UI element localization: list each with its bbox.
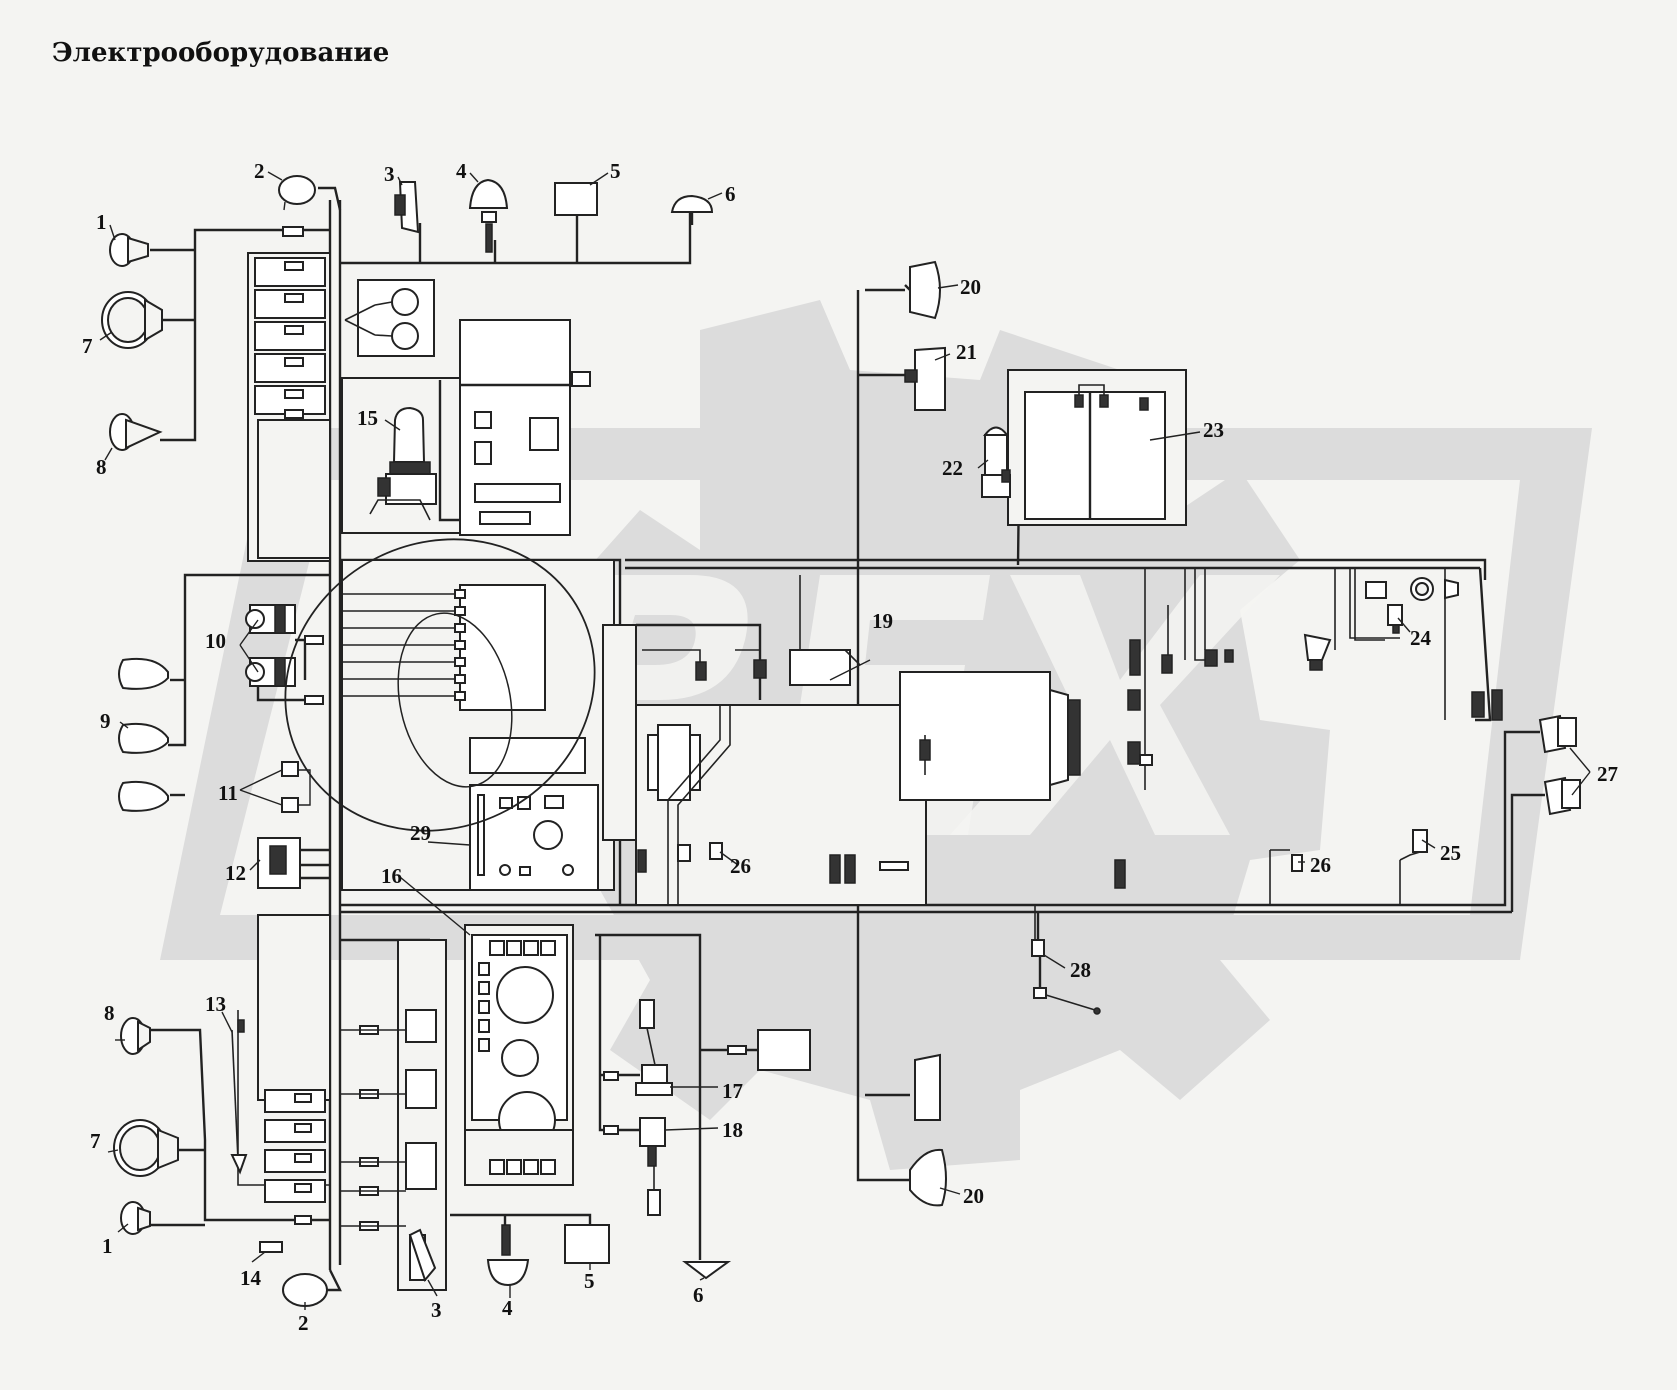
lamp-6-top [670,194,714,225]
label-22: 22 [942,456,963,480]
highlight-ellipse [284,538,596,832]
headlamp-7-bottom [113,1119,179,1177]
lamp-8-top [109,413,163,451]
speaker-3-top [394,181,420,234]
label-7: 7 [82,334,93,358]
beacon-4-top [468,178,509,253]
unit-5-bottom [564,1224,610,1264]
label-7-bottom: 7 [90,1129,101,1153]
label-4: 4 [456,159,467,183]
label-5: 5 [610,159,621,183]
fuse-block-upper [254,226,326,419]
highlight-ellipse-inner [397,612,513,788]
label-9: 9 [100,709,111,733]
lamp-1-top [109,233,149,267]
relay-22 [981,426,1011,498]
label-24: 24 [1410,626,1432,650]
instrument-cluster-16-lower [464,1129,574,1186]
label-17: 17 [722,1079,743,1103]
label-23: 23 [1203,418,1224,442]
rear-lamp-20-top [904,260,941,320]
label-2: 2 [254,159,265,183]
beacon-4-bottom [486,1224,530,1287]
label-12: 12 [225,861,246,885]
leader-lines [99,171,1591,1310]
label-8-bottom: 8 [104,1001,115,1025]
label-15: 15 [357,406,378,430]
label-19: 19 [872,609,893,633]
switch-panel-lower [340,939,447,1291]
connector-14 [259,1241,283,1253]
control-unit-box [341,559,615,891]
label-4-bottom: 4 [502,1296,513,1320]
label-3: 3 [384,162,395,186]
switch-28 [1031,912,1101,1015]
rear-lamp-20-bottom [909,1148,947,1207]
label-14: 14 [240,1266,262,1290]
battery-box-23 [1007,369,1187,526]
lamp-8-bottom [120,1017,151,1055]
label-1-bottom: 1 [102,1234,113,1258]
label-13: 13 [205,992,226,1016]
label-1: 1 [96,210,107,234]
label-26-left: 26 [730,854,751,878]
horns-27 [1538,714,1581,816]
speaker-3-bottom [408,1228,437,1283]
relay-12 [257,837,330,889]
label-28: 28 [1070,958,1091,982]
fuse-block-lower [264,1089,326,1225]
headlamp-7-top [101,291,163,349]
switch-18 [603,1117,666,1216]
label-27: 27 [1597,762,1618,786]
label-16: 16 [381,864,402,888]
switch-17 [603,999,673,1096]
horn-2-top [278,175,316,211]
lamp-21 [904,346,946,411]
sensor-13 [230,1019,248,1175]
engine-compartment [602,575,1081,906]
diagram-title: Электрооборудование [52,38,390,68]
motor-15 [369,406,437,521]
unit-5-top [554,182,598,216]
sensor-25 [1399,829,1428,861]
label-18: 18 [722,1118,743,1142]
sensor-24 [1387,604,1403,626]
label-6: 6 [725,182,736,206]
lamps-9 [118,657,169,812]
lamp-1-bottom [120,1201,151,1235]
horn-2-bottom [282,1273,328,1307]
label-20-bottom: 20 [963,1184,984,1208]
label-29: 29 [410,821,431,845]
label-8: 8 [96,455,107,479]
component-labels: 1 2 3 4 5 6 7 8 9 10 11 12 13 14 15 16 1… [82,159,1618,1335]
label-10: 10 [205,629,226,653]
label-25: 25 [1440,841,1461,865]
lamp-21-bottom [914,1053,941,1121]
label-20-top: 20 [960,275,981,299]
label-21: 21 [956,340,977,364]
label-26-right: 26 [1310,853,1331,877]
sensors-26 [637,842,1303,889]
label-6-bottom: 6 [693,1283,704,1307]
wiper-panel [344,279,435,357]
unit-box-right-lower [727,1029,811,1071]
label-5-bottom: 5 [584,1269,595,1293]
label-3-bottom: 3 [431,1298,442,1322]
label-11: 11 [218,781,238,805]
lamp-6-bottom [682,1261,732,1280]
label-2-bottom: 2 [298,1311,309,1335]
console-panel-upper [438,319,591,536]
